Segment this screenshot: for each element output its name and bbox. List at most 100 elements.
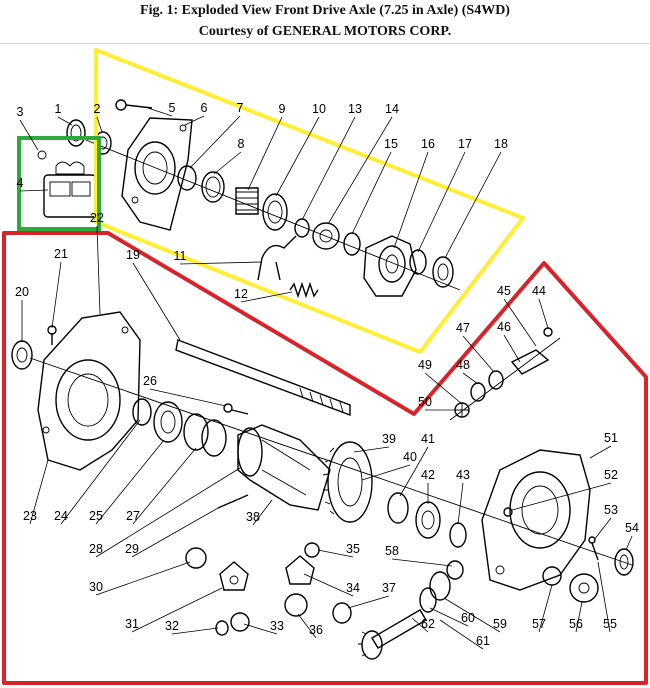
leader-line-12 <box>240 291 293 303</box>
leader-line-23 <box>29 459 49 525</box>
leader-line-15 <box>351 151 392 235</box>
shim-41 <box>387 492 409 524</box>
leader-line-52 <box>511 482 612 511</box>
callout-label-34: 34 <box>346 581 360 595</box>
spring-12 <box>289 281 319 299</box>
ring-7 <box>177 165 197 191</box>
axis-bottom <box>29 357 633 566</box>
callout-label-15: 15 <box>384 137 398 151</box>
callout-label-11: 11 <box>174 249 187 263</box>
bearing-59 <box>429 571 451 601</box>
callout-label-19: 19 <box>126 248 140 262</box>
actuator-part <box>37 150 97 218</box>
ring-43 <box>449 522 467 548</box>
callout-label-49: 49 <box>418 358 432 372</box>
callout-label-4: 4 <box>17 176 24 190</box>
shaft-19 <box>175 339 351 417</box>
washer-30 <box>185 547 207 569</box>
leader-line-34 <box>303 573 354 597</box>
leader-line-8 <box>213 151 242 175</box>
callout-label-7: 7 <box>237 101 244 115</box>
leader-line-55 <box>597 561 611 633</box>
leader-line-7 <box>189 115 241 169</box>
green-highlight-region <box>17 136 101 231</box>
ring-8 <box>201 171 225 203</box>
gear-31 <box>219 561 249 591</box>
gear-36 <box>284 593 308 617</box>
bearing-25 <box>153 401 183 443</box>
ring-15 <box>343 232 361 256</box>
leader-line-59 <box>443 597 501 633</box>
pinion-62 <box>358 609 427 660</box>
leader-line-10 <box>275 116 320 197</box>
callout-label-57: 57 <box>532 617 546 631</box>
callout-label-43: 43 <box>456 468 470 482</box>
leader-line-39 <box>353 446 390 453</box>
leader-line-60 <box>429 607 469 627</box>
leader-line-24 <box>60 419 141 525</box>
leader-line-62 <box>411 617 429 633</box>
leader-line-18 <box>444 151 502 259</box>
leader-line-53 <box>593 517 612 541</box>
gear-33 <box>230 612 250 632</box>
bolt-52 <box>503 507 513 517</box>
leader-line-37 <box>347 595 390 609</box>
leader-line-5 <box>147 107 173 117</box>
callout-label-54: 54 <box>625 521 639 535</box>
callout-label-50: 50 <box>418 395 432 409</box>
bearing-27 <box>183 413 227 457</box>
callout-label-52: 52 <box>604 468 618 482</box>
leader-line-44 <box>538 298 549 329</box>
leader-line-61 <box>439 619 484 650</box>
leader-line-30 <box>95 561 191 596</box>
yellow-highlight-region <box>94 48 525 354</box>
callout-label-5: 5 <box>169 101 176 115</box>
callout-label-18: 18 <box>494 137 508 151</box>
leader-lines <box>19 107 633 650</box>
callout-label-38: 38 <box>246 510 260 524</box>
callout-label-55: 55 <box>603 617 617 631</box>
leader-line-29 <box>131 507 219 558</box>
leader-line-43 <box>457 482 464 525</box>
callout-label-33: 33 <box>270 619 284 633</box>
callout-label-31: 31 <box>125 617 139 631</box>
callout-label-17: 17 <box>458 137 472 151</box>
seal-20 <box>11 340 33 370</box>
callout-label-61: 61 <box>476 634 490 648</box>
callout-label-20: 20 <box>15 285 29 299</box>
callout-label-56: 56 <box>569 617 583 631</box>
leader-line-25 <box>95 439 165 525</box>
callout-label-40: 40 <box>403 450 417 464</box>
callout-label-44: 44 <box>532 284 546 298</box>
fork-11 <box>257 235 297 281</box>
callout-label-59: 59 <box>493 617 507 631</box>
callout-label-29: 29 <box>125 542 139 556</box>
red-highlight-region <box>2 231 648 685</box>
callout-label-47: 47 <box>456 321 470 335</box>
leader-line-1 <box>57 116 73 126</box>
callout-label-3: 3 <box>17 105 24 119</box>
callout-label-6: 6 <box>201 101 208 115</box>
ring-48 <box>470 382 486 402</box>
leader-line-26 <box>149 388 227 407</box>
callout-label-37: 37 <box>382 581 396 595</box>
callout-label-30: 30 <box>89 580 103 594</box>
callout-label-48: 48 <box>456 358 470 372</box>
bolt-26 <box>223 403 249 415</box>
header-divider <box>0 43 650 44</box>
ring-gear-39 <box>322 441 373 523</box>
leader-line-11 <box>179 261 263 265</box>
washer-37 <box>332 602 352 624</box>
callout-label-62: 62 <box>421 617 435 631</box>
pin-29 <box>217 494 249 509</box>
seal-18 <box>432 256 454 288</box>
leader-line-35 <box>317 549 354 558</box>
leader-line-31 <box>131 587 223 633</box>
gear-9 <box>235 187 259 215</box>
leader-line-28 <box>95 467 241 558</box>
seal-47 <box>488 370 504 390</box>
leader-line-21 <box>51 261 62 329</box>
leader-line-3 <box>19 119 39 151</box>
